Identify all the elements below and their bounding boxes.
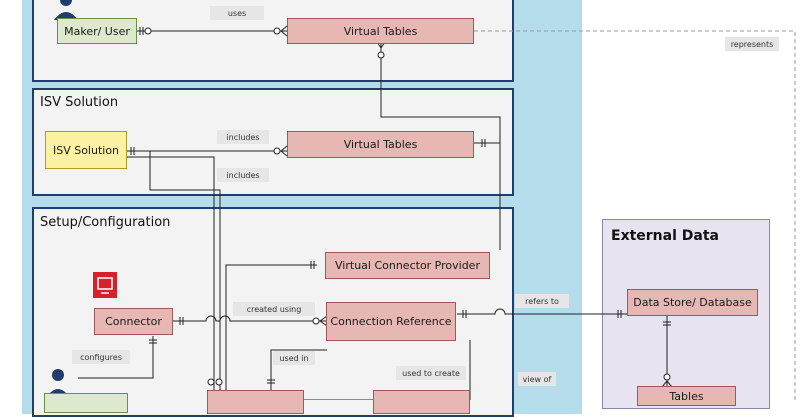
tables-entity[interactable]: Tables (637, 386, 736, 406)
label-represents: represents (725, 37, 779, 51)
bottom-entity-2 (373, 390, 470, 414)
virtual-tables-entity-top[interactable]: Virtual Tables (287, 18, 474, 44)
virtual-tables-entity-isv[interactable]: Virtual Tables (287, 131, 474, 158)
label-used-to-create: used to create (396, 366, 466, 380)
label-includes-2: includes (217, 168, 269, 182)
connection-reference-entity[interactable]: Connection Reference (326, 302, 456, 341)
setup-section-title: Setup/Configuration (40, 215, 171, 230)
label-used-in: used in (273, 351, 315, 365)
label-uses: uses (210, 6, 264, 20)
bottom-actor-entity (44, 393, 128, 413)
label-refers-to: refers to (515, 294, 569, 308)
isv-solution-entity[interactable]: ISV Solution (45, 131, 127, 169)
relationship-lines (78, 25, 796, 400)
label-created-using: created using (233, 302, 315, 316)
label-configures: configures (72, 350, 130, 364)
bottom-entity-1 (207, 390, 304, 414)
connector-entity[interactable]: Connector (94, 308, 173, 335)
label-includes-1: includes (217, 130, 269, 144)
external-data-title: External Data (611, 228, 719, 244)
isv-section-title: ISV Solution (40, 95, 119, 110)
sql-server-icon (93, 272, 117, 298)
virtual-connector-provider-entity[interactable]: Virtual Connector Provider (325, 252, 490, 279)
label-view-of: view of (518, 372, 556, 386)
data-store-entity[interactable]: Data Store/ Database (627, 289, 758, 316)
maker-user-entity[interactable]: Maker/ User (57, 18, 137, 44)
person-icon (54, 0, 78, 20)
